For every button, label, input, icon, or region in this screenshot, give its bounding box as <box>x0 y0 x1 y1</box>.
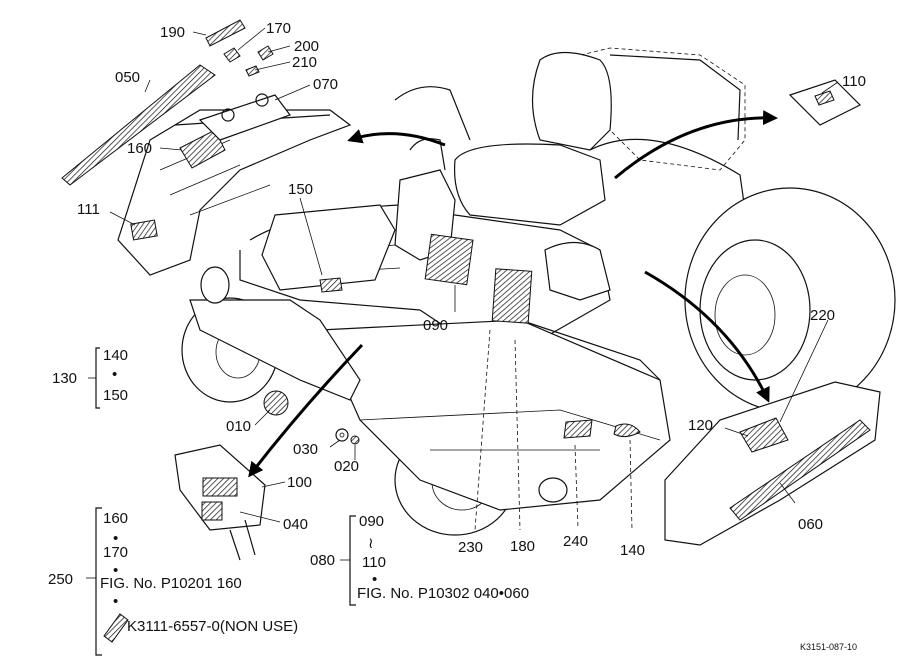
callout-210: 210 <box>292 54 317 71</box>
bullet: • <box>112 366 117 383</box>
callout-140: 140 <box>620 542 645 559</box>
right-panel-detail <box>664 79 881 546</box>
callout-080: 080 <box>310 552 335 569</box>
callout-070: 070 <box>313 76 338 93</box>
group-250-item-160: 160 <box>103 510 128 527</box>
group-080: 090 ≀ 110 • FIG. No. P10302 040•060 <box>357 513 529 602</box>
callout-150: 150 <box>288 181 313 198</box>
bullet: • <box>113 562 118 579</box>
callout-050: 050 <box>115 69 140 86</box>
group-250: 250 160 • 170 • FIG. No. P10201 160 • K3… <box>48 510 298 635</box>
callout-240: 240 <box>563 533 588 550</box>
callout-190: 190 <box>160 24 185 41</box>
callout-090: 090 <box>423 317 448 334</box>
group-080-range-start: 090 <box>359 513 384 530</box>
callout-040: 040 <box>283 516 308 533</box>
callout-010: 010 <box>226 418 251 435</box>
callout-060: 060 <box>798 516 823 533</box>
diagram-code: K3151-087-10 <box>800 642 857 652</box>
callout-160: 160 <box>127 140 152 157</box>
callout-180: 180 <box>510 538 535 555</box>
callout-030: 030 <box>293 441 318 458</box>
group-250-fig-ref: FIG. No. P10201 160 <box>100 575 242 592</box>
callout-labels: 190 170 200 210 050 070 110 160 111 150 … <box>52 20 866 569</box>
pointer-arrows <box>248 110 778 478</box>
group-250-non-use: K3111-6557-0(NON USE) <box>127 618 298 635</box>
callout-140-group: 140 <box>103 347 128 364</box>
bullet: • <box>113 593 118 610</box>
left-panel-detail <box>61 19 352 276</box>
callout-170: 170 <box>266 20 291 37</box>
callout-020: 020 <box>334 458 359 475</box>
group-250-number: 250 <box>48 571 73 588</box>
callout-150-group: 150 <box>103 387 128 404</box>
front-bracket-detail <box>174 444 266 561</box>
group-080-fig-ref: FIG. No. P10302 040•060 <box>357 585 529 602</box>
group-250-item-170: 170 <box>103 544 128 561</box>
callout-230: 230 <box>458 539 483 556</box>
callout-111: 111 <box>77 201 100 218</box>
callout-110: 110 <box>842 73 866 90</box>
bullet: • <box>113 530 118 547</box>
callout-100: 100 <box>287 474 312 491</box>
leader-lines <box>86 27 839 656</box>
mower-drawing <box>181 47 896 536</box>
group-080-tilde: ≀ <box>368 535 374 552</box>
callout-120: 120 <box>688 417 713 434</box>
group-080-range-end: 110 <box>362 554 386 571</box>
callout-200: 200 <box>294 38 319 55</box>
callout-130: 130 <box>52 370 77 387</box>
callout-220: 220 <box>810 307 835 324</box>
bullet: • <box>372 571 377 588</box>
